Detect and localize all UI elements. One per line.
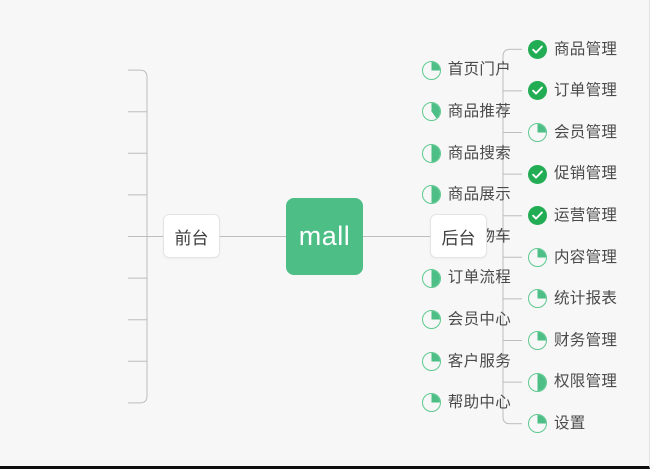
leaf-item[interactable]: 促销管理: [528, 160, 617, 188]
progress-wedge: [529, 332, 546, 349]
leaf-item[interactable]: 商品推荐: [421, 98, 511, 126]
leaf-item[interactable]: 订单流程: [421, 264, 511, 292]
leaf-item-label: 商品推荐: [447, 102, 511, 120]
progress-wedge: [422, 144, 440, 162]
branch-node-front[interactable]: 前台: [163, 214, 220, 258]
leaf-item[interactable]: 帮助中心: [421, 389, 511, 417]
progress-wedge: [422, 394, 440, 412]
progress-pie-icon: [421, 143, 441, 163]
leaf-item[interactable]: 商品管理: [528, 35, 617, 63]
leaf-item-label: 订单管理: [554, 82, 618, 100]
progress-pie-icon: [528, 247, 547, 267]
leaf-item[interactable]: 会员管理: [528, 119, 617, 147]
leaf-item-label: 首页门户: [447, 61, 511, 79]
leaf-item[interactable]: 权限管理: [528, 368, 617, 396]
progress-wedge: [422, 103, 440, 121]
leaf-item[interactable]: 设置: [528, 410, 586, 438]
progress-wedge: [529, 248, 546, 266]
progress-wedge: [422, 61, 440, 79]
progress-wedge: [422, 311, 440, 329]
check-circle-icon: [528, 164, 547, 184]
progress-wedge: [422, 352, 440, 370]
leaf-item[interactable]: 内容管理: [528, 243, 617, 271]
leaf-item-label: 运营管理: [554, 206, 618, 224]
progress-wedge: [529, 124, 546, 141]
leaf-item-label: 统计报表: [554, 290, 618, 308]
progress-wedge: [422, 186, 440, 204]
leaf-item-label: 会员中心: [447, 310, 511, 328]
progress-pie-icon: [528, 123, 547, 142]
progress-pie-icon: [421, 310, 441, 330]
leaf-item-label: 财务管理: [554, 331, 618, 349]
leaf-item-label: 会员管理: [554, 123, 618, 141]
progress-pie-icon: [528, 414, 547, 434]
progress-pie-icon: [528, 331, 547, 350]
leaf-item-label: 商品搜索: [447, 144, 511, 162]
progress-pie-icon: [421, 351, 441, 371]
progress-pie-icon: [421, 393, 441, 413]
leaf-item[interactable]: 首页门户: [421, 56, 511, 84]
leaf-item-label: 帮助中心: [447, 394, 511, 412]
check-circle-icon: [528, 81, 547, 101]
leaf-item[interactable]: 商品搜索: [421, 139, 511, 167]
leaf-item[interactable]: 客户服务: [421, 347, 511, 375]
progress-wedge: [529, 290, 546, 308]
progress-pie-icon: [421, 185, 441, 205]
leaf-item[interactable]: 商品展示: [421, 181, 511, 209]
leaf-item-label: 设置: [554, 414, 586, 432]
progress-pie-icon: [421, 60, 441, 80]
leaf-item[interactable]: 财务管理: [528, 327, 617, 355]
progress-wedge: [529, 373, 546, 391]
progress-wedge: [422, 269, 440, 287]
leaf-item-label: 促销管理: [554, 165, 618, 183]
progress-pie-icon: [528, 372, 547, 392]
leaf-item-label: 商品展示: [447, 186, 511, 204]
progress-wedge: [529, 415, 546, 433]
progress-pie-icon: [421, 268, 441, 288]
root-node-mall[interactable]: mall: [286, 198, 363, 275]
branch-node-back[interactable]: 后台: [430, 214, 487, 258]
leaf-item-label: 订单流程: [447, 269, 511, 287]
progress-pie-icon: [528, 289, 547, 309]
leaf-item-label: 权限管理: [554, 373, 618, 391]
leaf-item[interactable]: 会员中心: [421, 306, 511, 334]
leaf-item[interactable]: 运营管理: [528, 202, 617, 230]
leaf-item-label: 商品管理: [554, 40, 618, 58]
leaf-item[interactable]: 订单管理: [528, 77, 617, 105]
leaf-item-label: 客户服务: [447, 352, 511, 370]
leaf-item[interactable]: 统计报表: [528, 285, 617, 313]
leaf-item-label: 内容管理: [554, 248, 618, 266]
progress-pie-icon: [421, 102, 441, 122]
check-circle-icon: [528, 206, 547, 226]
check-circle-icon: [528, 39, 547, 59]
